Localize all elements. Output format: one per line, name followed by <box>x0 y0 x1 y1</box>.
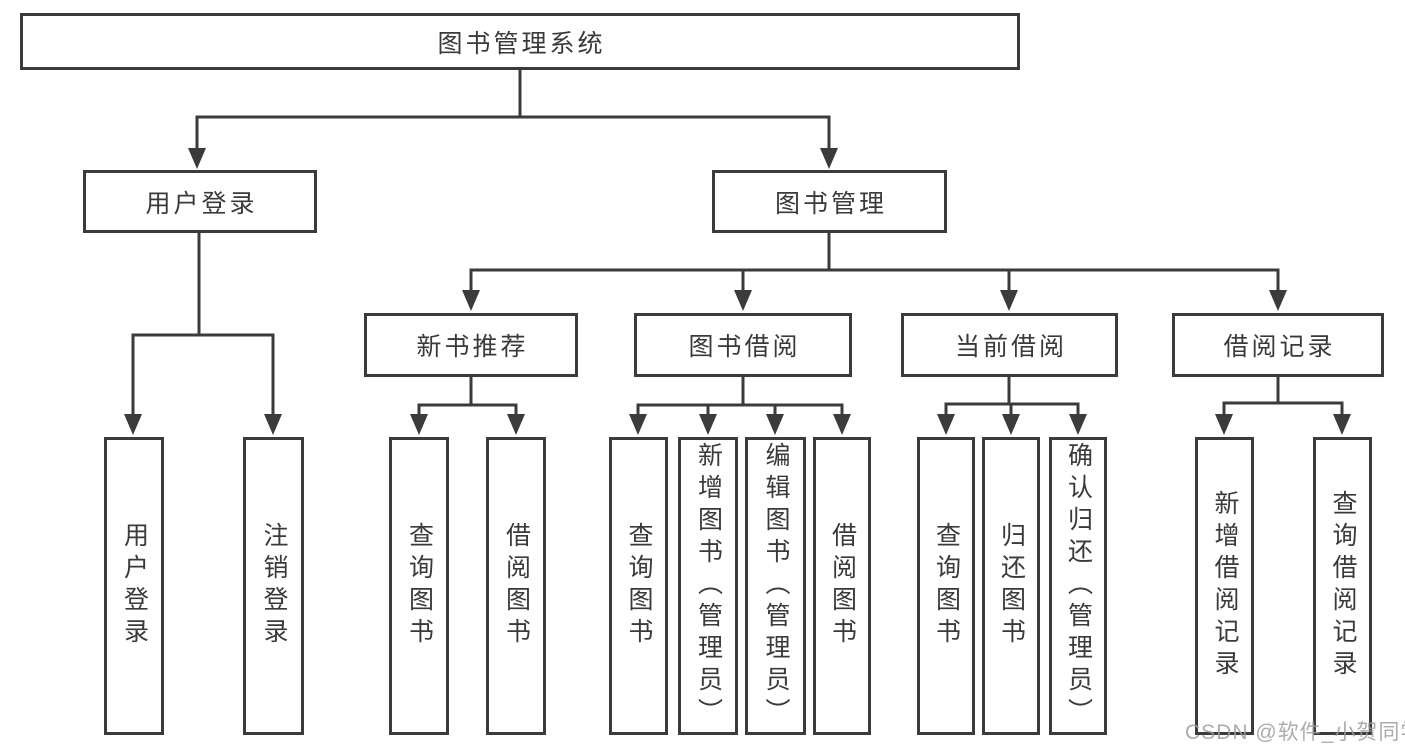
node-label: 当前借阅 <box>954 333 1067 361</box>
node-book-management-branch: 图书管理 <box>712 170 947 233</box>
leaf-add-borrow-record: 新增借阅记录 <box>1195 437 1254 735</box>
connector-borrow-record-to-leaves <box>1215 377 1351 435</box>
node-label: 图书管理系统 <box>437 29 606 58</box>
leaf-add-book-admin: 新增图书（管理员） <box>678 437 738 735</box>
leaf-confirm-return-admin: 确认归还（管理员） <box>1049 437 1107 735</box>
node-label: 图书借阅 <box>688 333 801 361</box>
connector-root-to-branches <box>188 70 838 169</box>
node-user-login-branch: 用户登录 <box>83 170 317 233</box>
node-label: 图书管理 <box>774 189 887 218</box>
leaf-return-books: 归还图书 <box>982 437 1040 735</box>
leaf-user-login: 用户登录 <box>104 437 164 735</box>
leaf-query-books: 查询图书 <box>389 437 449 735</box>
node-label: 用户登录 <box>145 189 258 218</box>
node-label: 新书推荐 <box>416 333 529 361</box>
connector-new-book-to-leaves <box>410 377 525 435</box>
node-library-management-system: 图书管理系统 <box>20 13 1020 70</box>
leaf-query-books-3: 查询图书 <box>917 437 975 735</box>
node-current-borrowing: 当前借阅 <box>901 313 1118 377</box>
connector-current-borrow-to-leaves <box>937 377 1087 435</box>
leaf-edit-book-admin: 编辑图书（管理员） <box>745 437 806 735</box>
leaf-query-borrow-record: 查询借阅记录 <box>1313 437 1372 735</box>
node-new-book-recommendation: 新书推荐 <box>364 313 578 377</box>
leaf-logout: 注销登录 <box>243 437 304 735</box>
csdn-watermark: CSDN @软件_小贺同学 <box>1185 721 1405 744</box>
connector-book-borrow-to-leaves <box>629 377 851 435</box>
node-label: 借阅记录 <box>1223 333 1336 361</box>
connector-book-mgmt-to-groups <box>462 233 1287 311</box>
leaf-query-books-2: 查询图书 <box>609 437 668 735</box>
node-book-borrowing: 图书借阅 <box>634 313 852 377</box>
node-borrowing-records: 借阅记录 <box>1172 313 1384 377</box>
leaf-borrow-books-2: 借阅图书 <box>813 437 871 735</box>
leaf-borrow-books: 借阅图书 <box>486 437 546 735</box>
connector-user-login-to-leaves <box>124 233 282 435</box>
